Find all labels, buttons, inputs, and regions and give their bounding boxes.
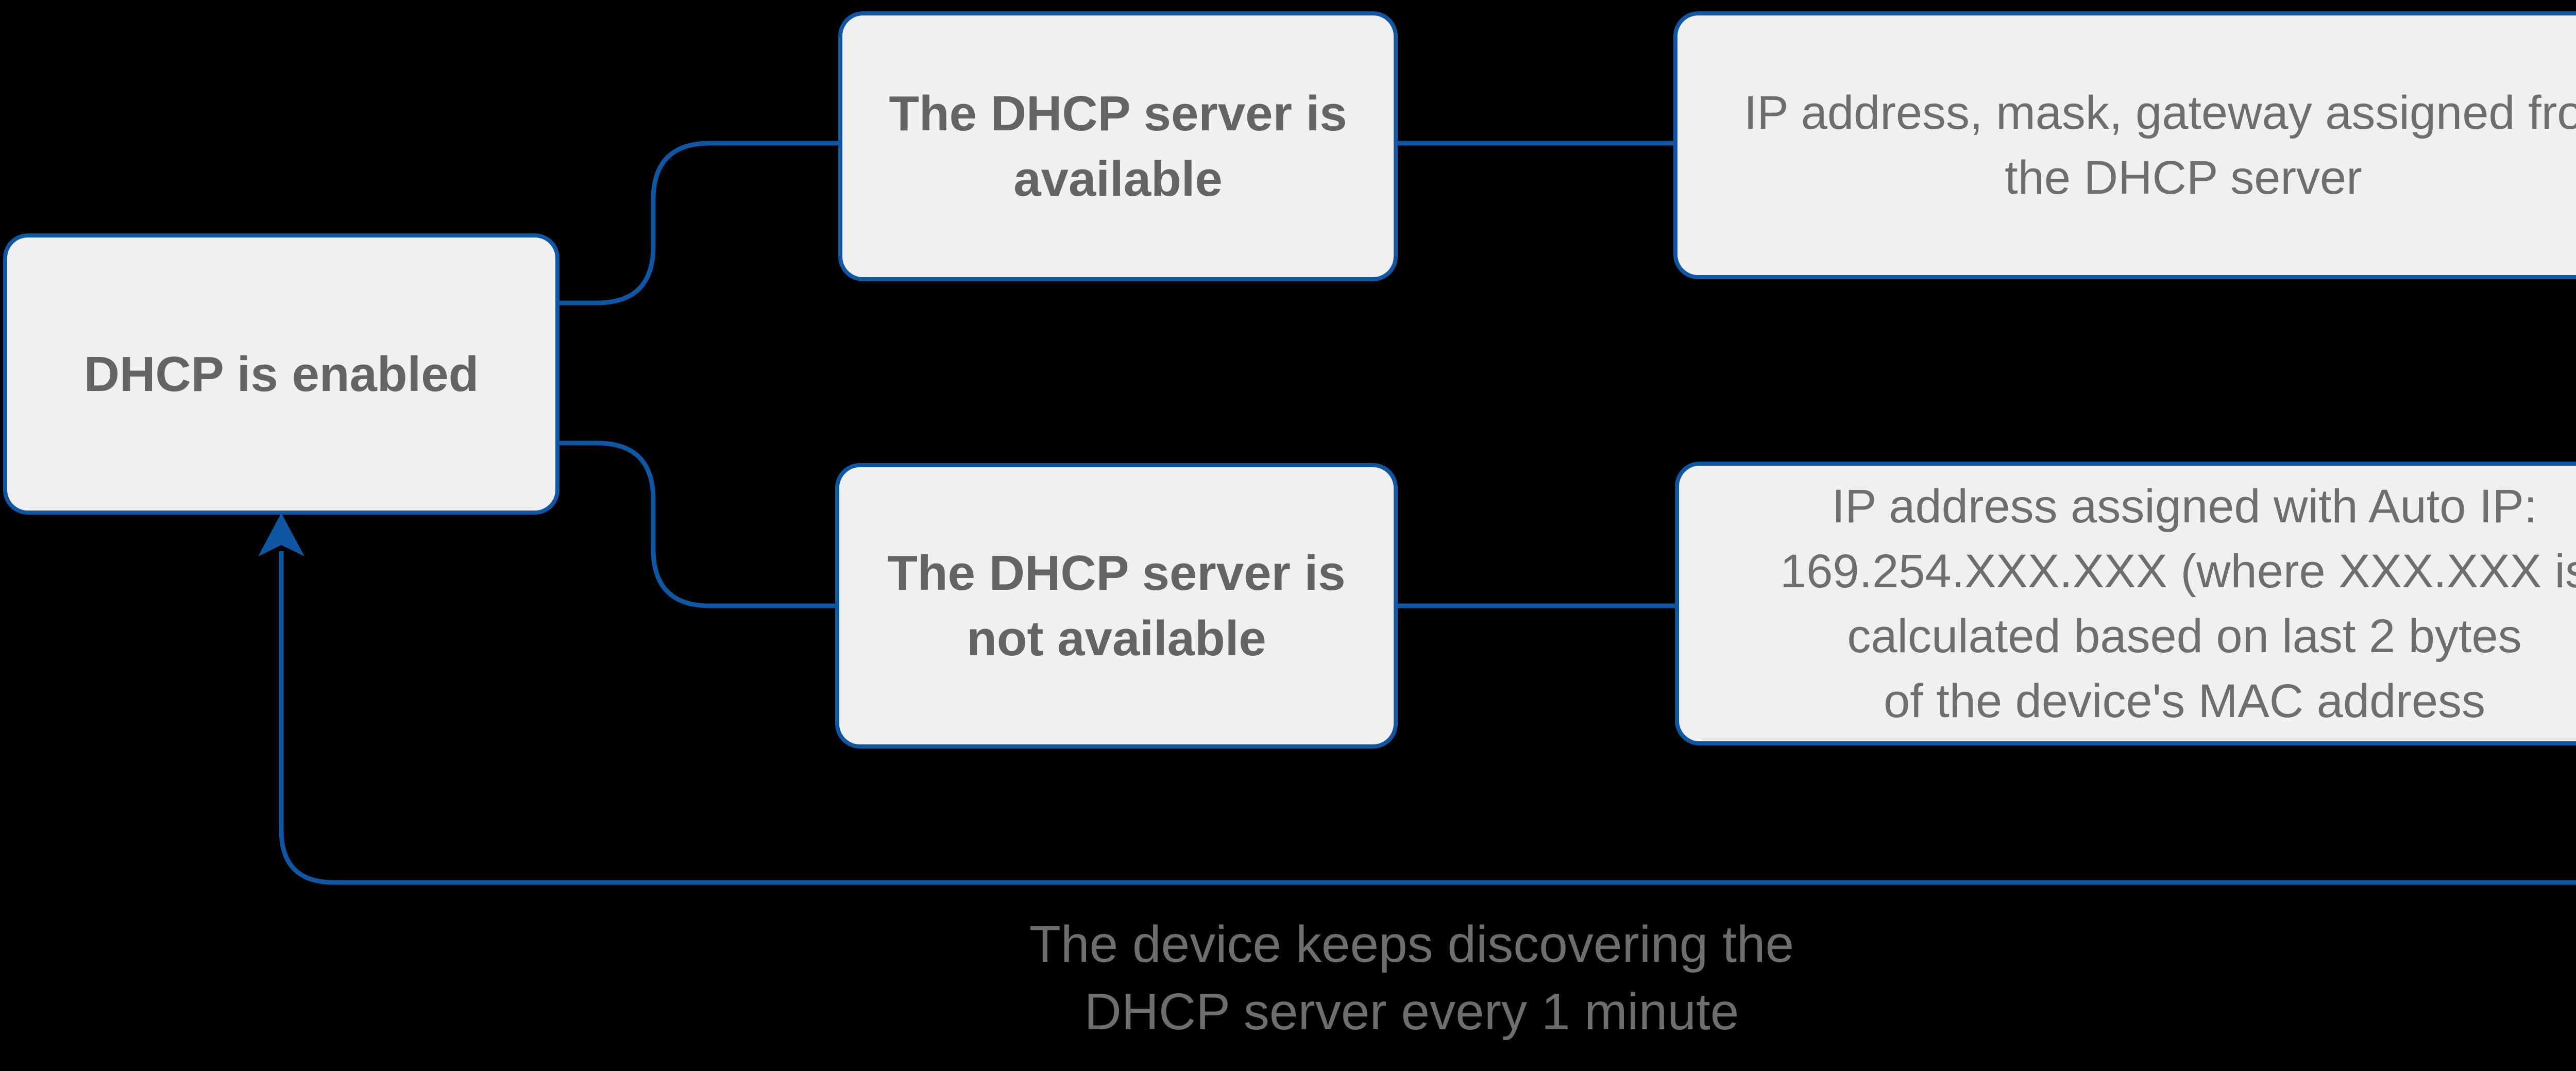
node-ip-assigned-auto-ip: IP address assigned with Auto IP: 169.25… [1675, 462, 2576, 745]
node-dhcp-enabled-label: DHCP is enabled [83, 346, 479, 402]
edge-loopback [279, 551, 2576, 885]
node-dhcp-server-not-available-label: The DHCP server is not available [887, 546, 1346, 666]
node-dhcp-server-not-available: The DHCP server is not available [835, 463, 1398, 749]
edge-start-to-notavailable [557, 440, 876, 608]
node-dhcp-server-available-label: The DHCP server is available [889, 86, 1347, 207]
loopback-arrowhead-icon [258, 513, 304, 556]
node-ip-assigned-auto-ip-label: IP address assigned with Auto IP: 169.25… [1780, 480, 2576, 727]
node-ip-assigned-from-dhcp: IP address, mask, gateway assigned from … [1673, 11, 2576, 279]
node-ip-assigned-from-dhcp-label: IP address, mask, gateway assigned from … [1743, 87, 2576, 204]
edge-start-to-available [557, 141, 876, 305]
node-dhcp-enabled: DHCP is enabled [3, 233, 560, 515]
loopback-caption: The device keeps discovering the DHCP se… [1029, 915, 1794, 1041]
node-dhcp-server-available: The DHCP server is available [838, 11, 1398, 281]
